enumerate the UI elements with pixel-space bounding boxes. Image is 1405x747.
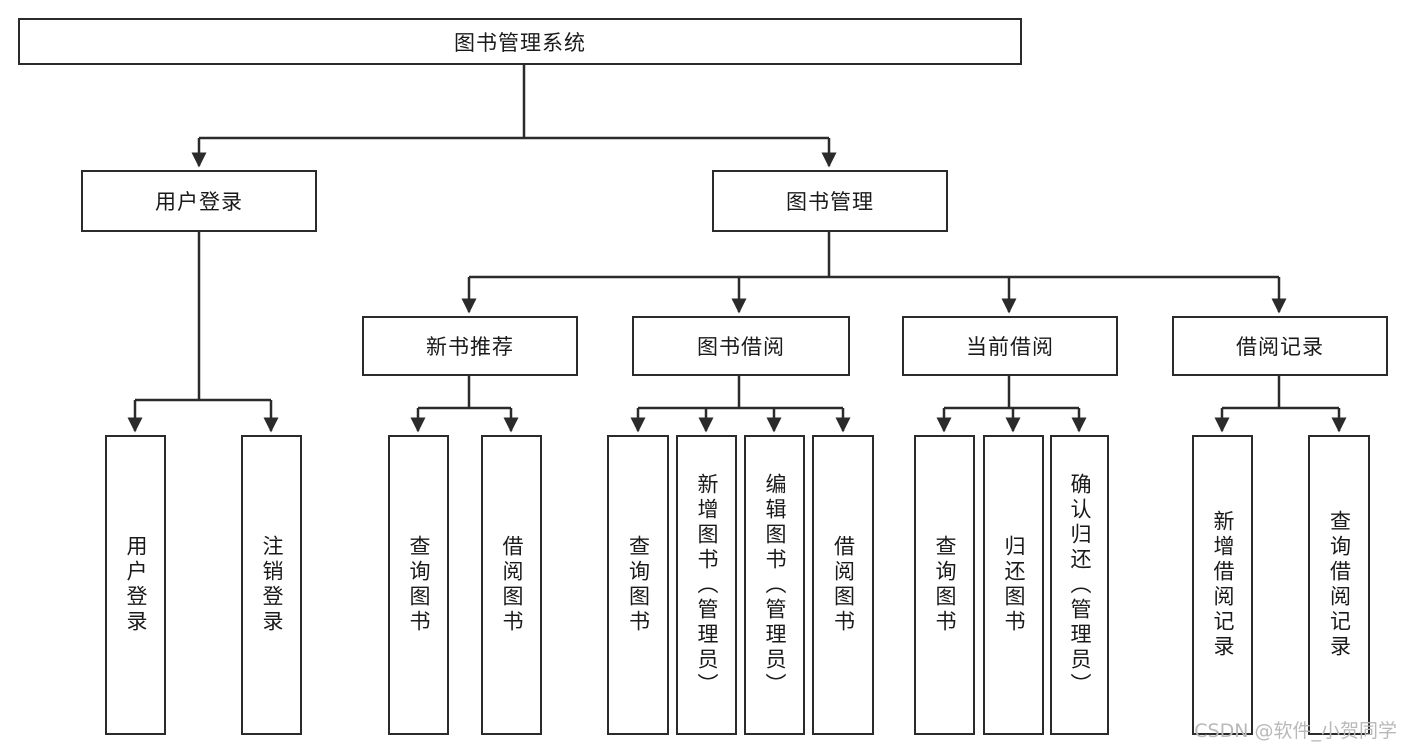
node-leaf-8-label: 查询图书 <box>933 535 957 635</box>
node-level3-2[interactable]: 当前借阅 <box>902 316 1118 376</box>
node-level3-2-label: 当前借阅 <box>966 335 1054 359</box>
node-level3-3[interactable]: 借阅记录 <box>1172 316 1388 376</box>
node-root[interactable]: 图书管理系统 <box>18 18 1022 65</box>
node-leaf-8[interactable]: 查询图书 <box>914 435 975 735</box>
node-root-label: 图书管理系统 <box>454 30 586 55</box>
node-leaf-10[interactable]: 确认归还（管理员） <box>1050 435 1109 735</box>
node-leaf-6-label: 编辑图书（管理员） <box>763 472 787 698</box>
node-leaf-2-label: 查询图书 <box>407 535 431 635</box>
node-leaf-4-label: 查询图书 <box>626 535 651 635</box>
node-level3-0[interactable]: 新书推荐 <box>362 316 578 376</box>
node-level3-3-label: 借阅记录 <box>1236 335 1324 359</box>
node-leaf-7[interactable]: 借阅图书 <box>812 435 874 735</box>
csdn-watermark: CSDN @软件_小贺同学 <box>1194 720 1397 742</box>
node-level3-1-label: 图书借阅 <box>697 335 785 359</box>
node-leaf-12[interactable]: 查询借阅记录 <box>1308 435 1370 735</box>
node-leaf-12-label: 查询借阅记录 <box>1327 510 1352 660</box>
node-leaf-6[interactable]: 编辑图书（管理员） <box>744 435 805 735</box>
node-level3-0-label: 新书推荐 <box>426 335 514 359</box>
node-leaf-2[interactable]: 查询图书 <box>388 435 449 735</box>
node-level2-1-label: 图书管理 <box>786 190 874 214</box>
node-leaf-7-label: 借阅图书 <box>831 535 856 635</box>
node-leaf-3[interactable]: 借阅图书 <box>481 435 542 735</box>
node-leaf-1-label: 注销登录 <box>260 535 284 635</box>
node-level2-0-label: 用户登录 <box>155 190 243 214</box>
node-leaf-5[interactable]: 新增图书（管理员） <box>676 435 737 735</box>
node-leaf-9[interactable]: 归还图书 <box>983 435 1044 735</box>
node-leaf-0-label: 用户登录 <box>124 535 148 635</box>
node-leaf-3-label: 借阅图书 <box>500 535 524 635</box>
node-leaf-9-label: 归还图书 <box>1002 535 1026 635</box>
node-level3-1[interactable]: 图书借阅 <box>632 316 850 376</box>
node-level2-0[interactable]: 用户登录 <box>81 170 317 232</box>
node-leaf-11[interactable]: 新增借阅记录 <box>1192 435 1253 735</box>
node-leaf-10-label: 确认归还（管理员） <box>1068 472 1092 698</box>
node-leaf-4[interactable]: 查询图书 <box>607 435 669 735</box>
node-level2-1[interactable]: 图书管理 <box>712 170 948 232</box>
node-leaf-1[interactable]: 注销登录 <box>241 435 302 735</box>
node-leaf-11-label: 新增借阅记录 <box>1211 510 1235 660</box>
node-leaf-0[interactable]: 用户登录 <box>105 435 166 735</box>
node-leaf-5-label: 新增图书（管理员） <box>695 472 719 698</box>
